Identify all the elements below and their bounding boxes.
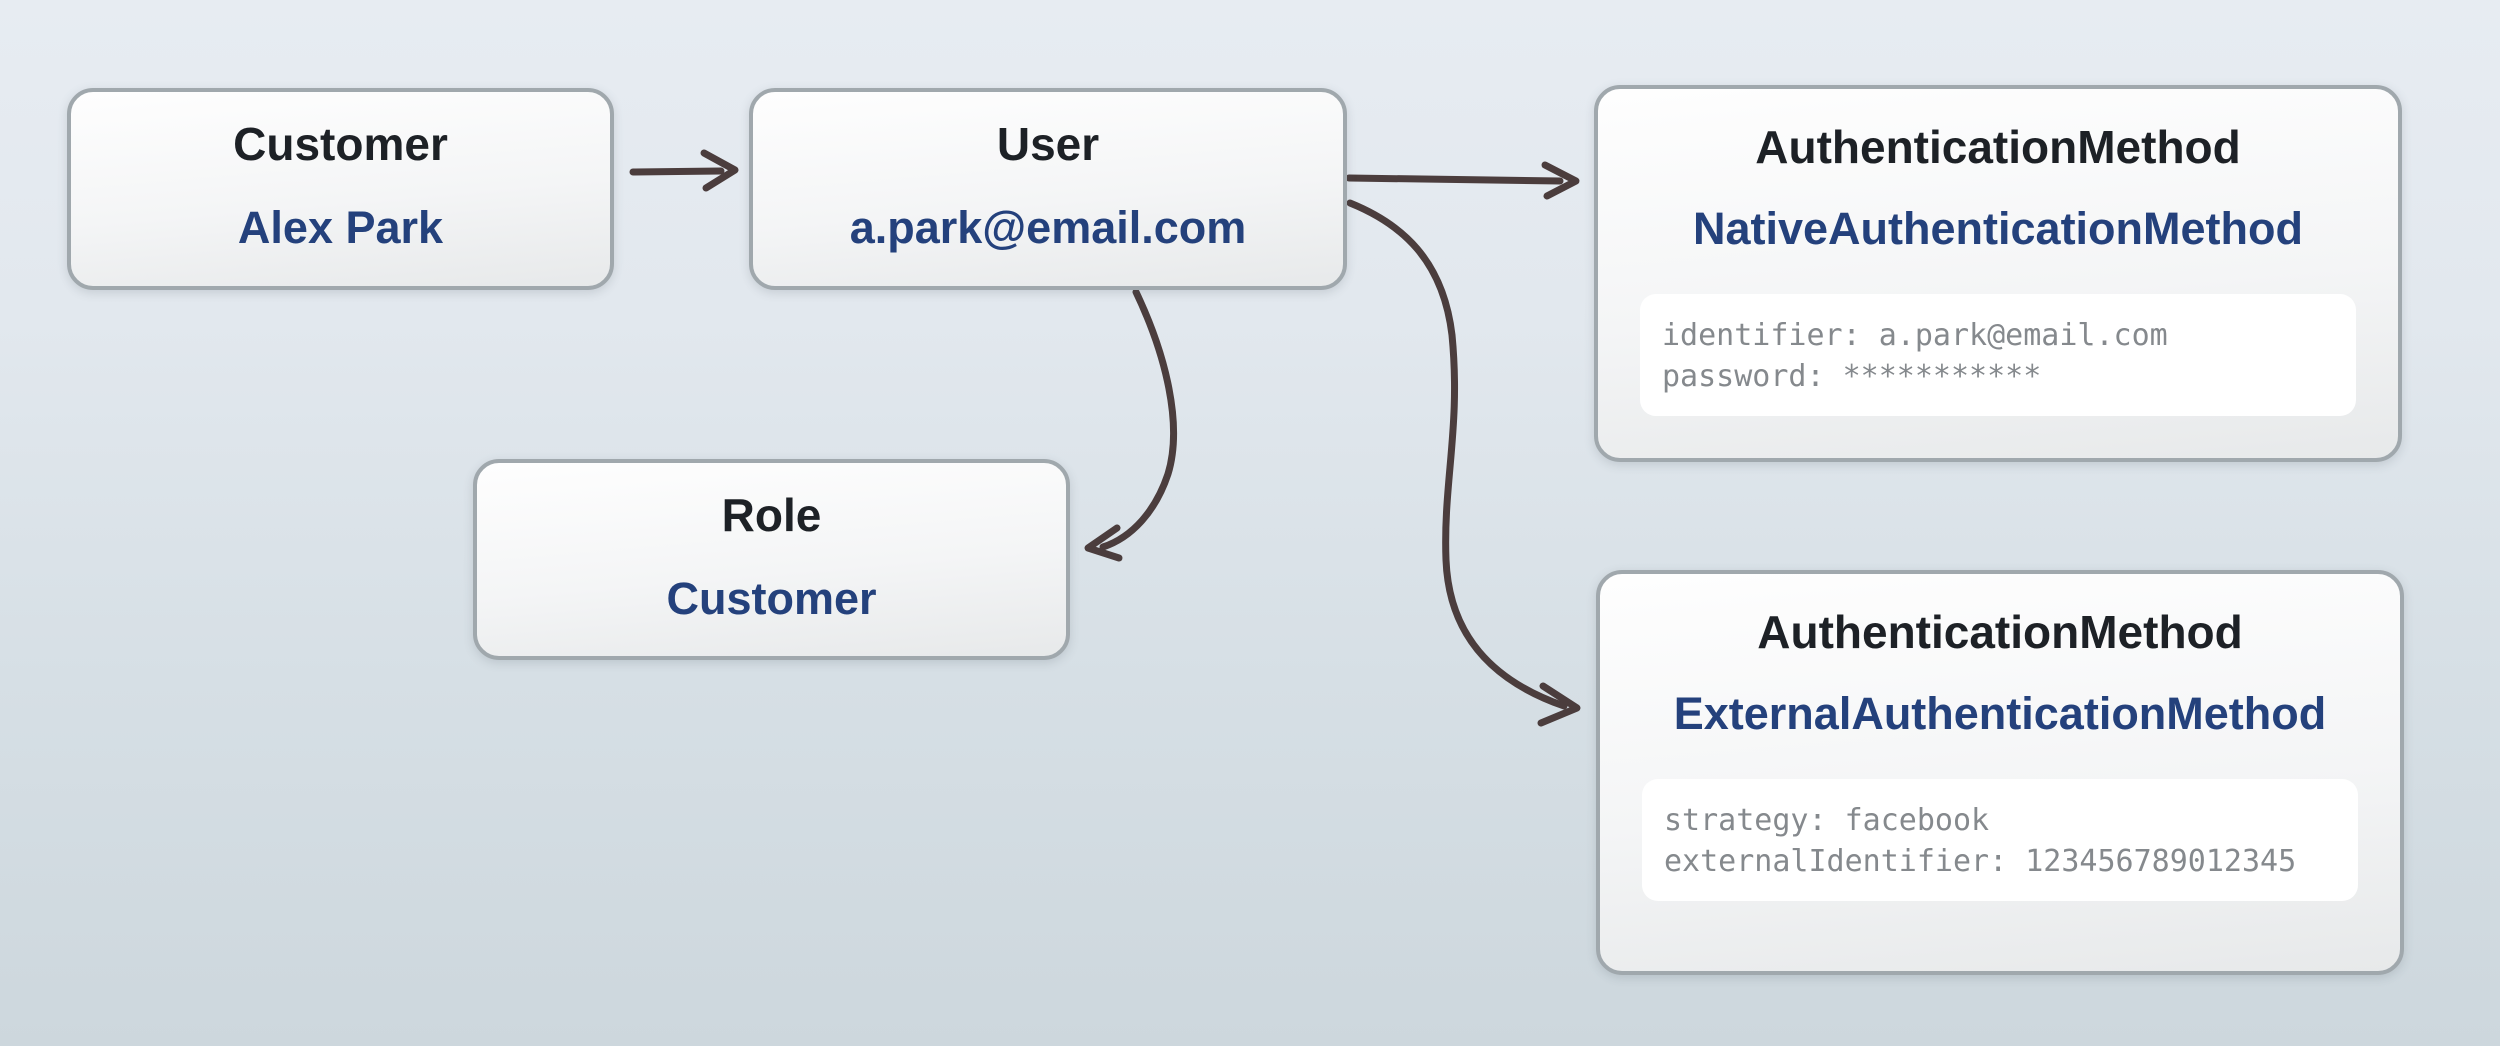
- node-external-auth-attributes-panel: strategy: facebook externalIdentifier: 1…: [1642, 779, 2358, 901]
- node-external-auth-title: AuthenticationMethod: [1757, 606, 2243, 658]
- edge-customer-user: [629, 149, 739, 192]
- node-external-auth-value: ExternalAuthenticationMethod: [1673, 688, 2327, 739]
- node-native-auth-attributes-panel: identifier: a.park@email.com password: *…: [1640, 294, 2356, 416]
- attribute-password: password: ***********: [1662, 359, 2042, 394]
- node-native-authentication-method: AuthenticationMethod NativeAuthenticatio…: [1594, 85, 2402, 462]
- node-role: Role Customer: [473, 459, 1070, 660]
- attribute-identifier: identifier: a.park@email.com: [1662, 318, 2168, 353]
- attribute-external-identifier: externalIdentifier: 123456789012345: [1664, 844, 2297, 879]
- node-user-value: a.park@email.com: [849, 202, 1247, 253]
- attribute-strategy: strategy: facebook: [1664, 803, 1990, 838]
- node-role-title: Role: [721, 489, 822, 541]
- node-role-value: Customer: [666, 573, 877, 624]
- edge-user-native-auth: [1345, 161, 1580, 200]
- node-customer-value: Alex Park: [237, 202, 444, 253]
- node-customer-title: Customer: [233, 118, 448, 170]
- edge-user-role: [1084, 288, 1177, 562]
- node-customer: Customer Alex Park: [67, 88, 614, 290]
- node-native-auth-value: NativeAuthenticationMethod: [1692, 203, 2303, 254]
- node-external-authentication-method: AuthenticationMethod ExternalAuthenticat…: [1596, 570, 2404, 975]
- node-user-title: User: [996, 118, 1100, 170]
- edge-user-external-auth: [1346, 199, 1581, 727]
- node-user: User a.park@email.com: [749, 88, 1347, 290]
- node-native-auth-title: AuthenticationMethod: [1755, 121, 2241, 173]
